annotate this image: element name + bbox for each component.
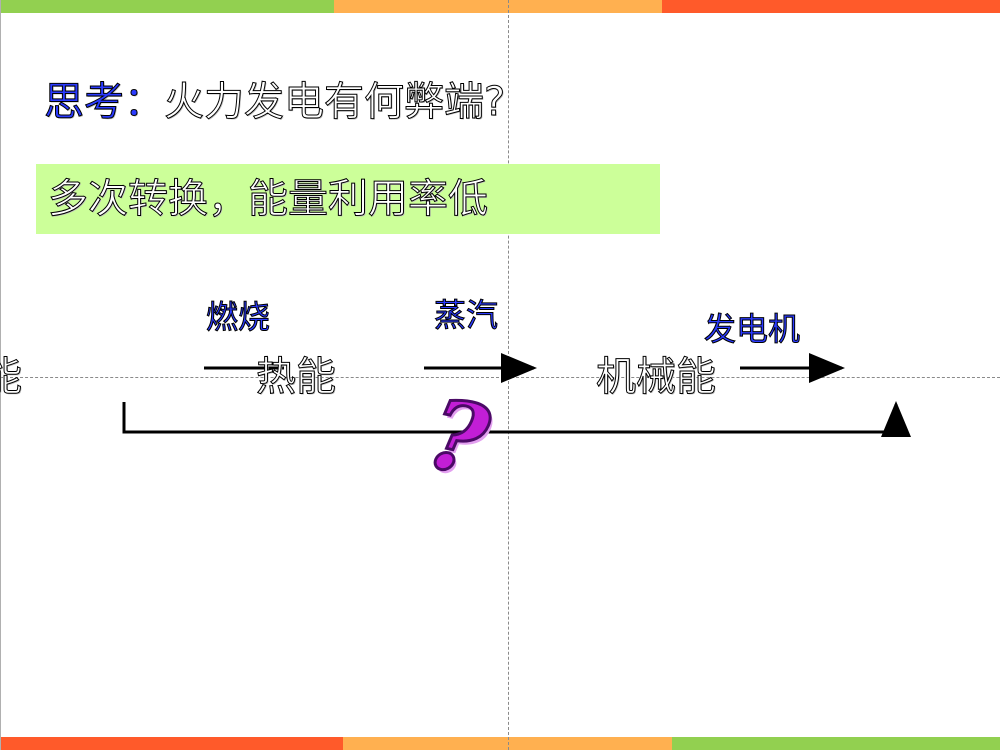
process-generator: 发电机	[703, 310, 801, 349]
top-bar-orange	[334, 0, 662, 13]
energy-heat: 热能	[256, 354, 337, 401]
question-label: 思考：	[44, 79, 165, 126]
energy-start-partial: 能	[0, 354, 23, 401]
bottom-bar-orange	[343, 737, 672, 750]
question-text: 火力发电有何弊端?	[163, 79, 506, 126]
answer-box: 多次转换，能量利用率低	[36, 164, 660, 234]
energy-mechanical: 机械能	[596, 354, 717, 401]
bottom-bar-green	[672, 737, 1000, 750]
top-bar-green	[0, 0, 334, 13]
top-bar-red	[662, 0, 1000, 13]
horizontal-guide-line	[0, 377, 1000, 378]
question-line: 思考：火力发电有何弊端?	[44, 78, 506, 126]
slide-left-edge	[0, 0, 1, 750]
process-burn: 燃烧	[205, 298, 271, 337]
bottom-bar-red	[0, 737, 343, 750]
answer-text: 多次转换，能量利用率低	[48, 176, 489, 223]
process-steam: 蒸汽	[433, 296, 499, 335]
bypass-bracket	[122, 401, 911, 437]
